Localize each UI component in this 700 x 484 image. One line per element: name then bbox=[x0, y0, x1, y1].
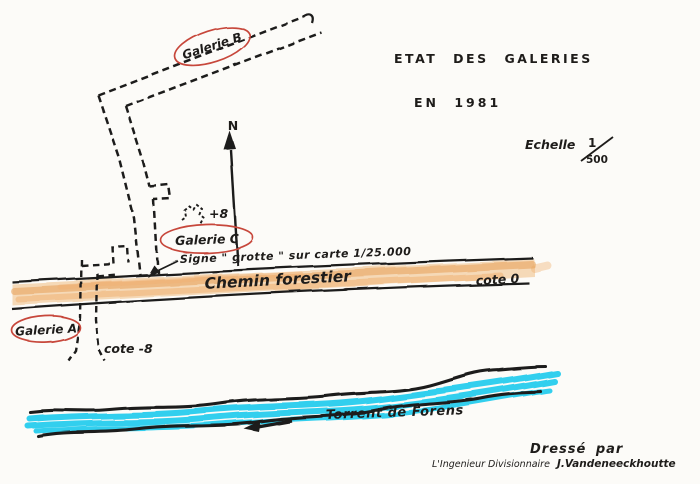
galerie-b-circle bbox=[173, 25, 251, 67]
galerie-c-label: Galerie C bbox=[175, 231, 240, 248]
forest-road-edges bbox=[11, 256, 534, 311]
torrent-banks bbox=[28, 365, 548, 438]
river-label: Torrent de Forens bbox=[326, 403, 464, 423]
credit-name: J.Vandeneeckhoutte bbox=[555, 458, 676, 470]
red-label-circles bbox=[11, 25, 254, 343]
credit-line1: Dressé par bbox=[530, 442, 624, 457]
north-arrow bbox=[224, 131, 240, 267]
torrent-water-strokes bbox=[25, 370, 560, 434]
forest-road-highlight bbox=[10, 259, 551, 305]
grotte-note-leader bbox=[147, 259, 178, 277]
grotte-note: Signe " grotte " sur carte 1/25.000 bbox=[180, 245, 412, 266]
galerie-c-elevation: +8 bbox=[209, 206, 228, 221]
galerie-a-cote: cote -8 bbox=[104, 341, 153, 356]
scale-numerator: 1 bbox=[588, 136, 596, 150]
galerie-a-outline bbox=[67, 244, 130, 362]
galerie-a-circle bbox=[11, 315, 81, 343]
credit-line2: L'Ingenieur Divisionnaire J.Vandeneeckho… bbox=[432, 458, 676, 470]
galerie-b-outline bbox=[96, 14, 322, 275]
galerie-a-label: Galerie A bbox=[15, 321, 77, 338]
north-label: N bbox=[228, 118, 238, 133]
scale-label: Echelle bbox=[525, 137, 575, 152]
map-title-line2: EN 1981 bbox=[414, 95, 501, 110]
map-title-line1: ETAT DES GALERIES bbox=[394, 51, 593, 66]
road-cote: cote 0 bbox=[475, 271, 520, 288]
grotte-sign-squiggle bbox=[181, 203, 206, 225]
galerie-c-circle bbox=[160, 224, 254, 254]
credit-role: L'Ingenieur Divisionnaire bbox=[432, 459, 550, 470]
ink-drawing bbox=[11, 13, 548, 438]
scale-denominator: 500 bbox=[586, 154, 608, 166]
scale-fraction-slash bbox=[580, 136, 614, 162]
galerie-b-end-hook bbox=[302, 13, 314, 24]
galerie-b-label: Galerie B bbox=[180, 30, 243, 62]
flow-arrow bbox=[244, 419, 293, 432]
